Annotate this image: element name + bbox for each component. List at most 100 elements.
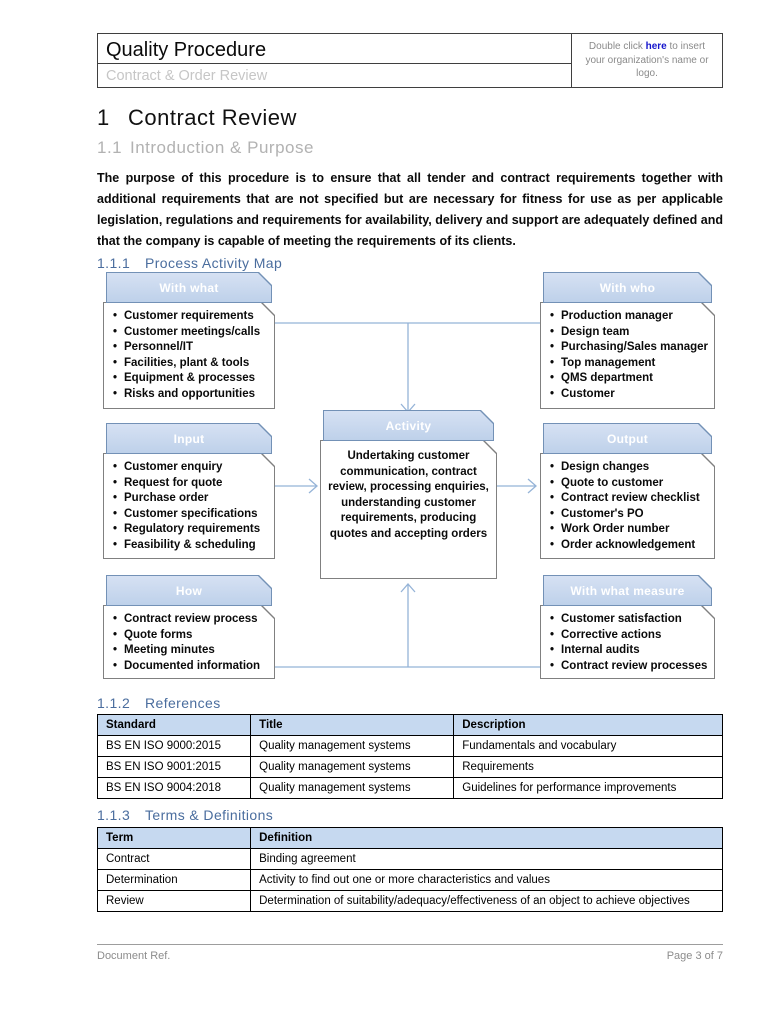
- bullet-item: Personnel/IT: [112, 340, 270, 356]
- bullet-item: Internal audits: [549, 643, 710, 659]
- intro-paragraph: The purpose of this procedure is to ensu…: [97, 171, 723, 248]
- box-header: How: [106, 575, 272, 606]
- table-cell: Fundamentals and vocabulary: [453, 735, 723, 757]
- page-footer: Document Ref. Page 3 of 7: [97, 944, 723, 962]
- box-body: Contract review processQuote formsMeetin…: [103, 605, 275, 679]
- heading-text: Contract Review: [128, 105, 297, 130]
- bullet-item: QMS department: [549, 371, 710, 387]
- insert-logo-link[interactable]: here: [645, 41, 667, 53]
- bullet-item: Purchase order: [112, 491, 270, 507]
- diagram-box-with-what: With what Customer requirementsCustomer …: [103, 272, 275, 409]
- box-body: Customer requirementsCustomer meetings/c…: [103, 302, 275, 409]
- table-cell: Binding agreement: [250, 848, 723, 870]
- connector-input-to-activity: [275, 478, 318, 494]
- bullet-item: Customer's PO: [549, 507, 710, 523]
- bullet-item: Customer specifications: [112, 507, 270, 523]
- bullet-item: Contract review processes: [549, 659, 710, 675]
- box-title: With what measure: [570, 583, 685, 598]
- box-title: Activity: [385, 418, 432, 433]
- table-cell: BS EN ISO 9001:2015: [96, 756, 252, 778]
- heading-number: 1: [97, 105, 110, 130]
- bullet-item: Quote to customer: [549, 476, 710, 492]
- column-header: Standard: [96, 714, 252, 736]
- bullet-item: Equipment & processes: [112, 371, 270, 387]
- box-title: With what: [159, 280, 219, 295]
- table-cell: Quality management systems: [250, 777, 455, 799]
- bullet-item: Customer: [549, 387, 710, 403]
- bullet-item: Request for quote: [112, 476, 270, 492]
- column-header: Title: [250, 714, 455, 736]
- box-header: With what measure: [543, 575, 712, 606]
- box-body: Production managerDesign teamPurchasing/…: [540, 302, 715, 409]
- logo-placeholder[interactable]: Double click here to insert your organiz…: [571, 34, 722, 87]
- heading-number: 1.1.1: [97, 255, 131, 271]
- box-item-list: Customer enquiryRequest for quotePurchas…: [104, 460, 274, 553]
- diagram-box-how: How Contract review processQuote formsMe…: [103, 575, 275, 679]
- bullet-item: Customer requirements: [112, 309, 270, 325]
- bullet-item: Work Order number: [549, 522, 710, 538]
- connector-bottom: [275, 583, 540, 668]
- bullet-item: Purchasing/Sales manager: [549, 340, 710, 356]
- bullet-item: Documented information: [112, 659, 270, 675]
- activity-description: Undertaking customer communication, cont…: [328, 450, 489, 540]
- bullet-item: Risks and opportunities: [112, 387, 270, 403]
- heading-text: References: [145, 695, 221, 711]
- bullet-item: Contract review process: [112, 612, 270, 628]
- document-header: Quality Procedure Contract & Order Revie…: [97, 33, 723, 88]
- connector-activity-to-output: [497, 478, 537, 494]
- column-header: Description: [453, 714, 723, 736]
- document-header-left: Quality Procedure Contract & Order Revie…: [98, 34, 571, 87]
- bullet-item: Top management: [549, 356, 710, 372]
- heading-number: 1.1.2: [97, 695, 131, 711]
- subsection-heading-terms: 1.1.3 Terms & Definitions: [97, 807, 723, 824]
- diagram-box-activity: Activity Undertaking customer communicat…: [320, 410, 497, 579]
- bullet-item: Design team: [549, 325, 710, 341]
- logo-hint-prefix: Double click: [588, 41, 646, 53]
- bullet-item: Facilities, plant & tools: [112, 356, 270, 372]
- bullet-item: Regulatory requirements: [112, 522, 270, 538]
- bullet-item: Meeting minutes: [112, 643, 270, 659]
- box-header: Activity: [323, 410, 494, 441]
- column-header: Definition: [250, 827, 723, 849]
- table-cell: Requirements: [453, 756, 723, 778]
- table-cell: Quality management systems: [250, 756, 455, 778]
- table-cell: BS EN ISO 9000:2015: [96, 735, 252, 757]
- process-activity-map: With what Customer requirementsCustomer …: [97, 272, 723, 687]
- subsection-heading-references: 1.1.2 References: [97, 695, 723, 712]
- box-item-list: Customer requirementsCustomer meetings/c…: [104, 309, 274, 402]
- box-title: Output: [606, 431, 649, 446]
- bullet-item: Quote forms: [112, 628, 270, 644]
- box-title: Input: [173, 431, 205, 446]
- diagram-box-with-who: With who Production managerDesign teamPu…: [540, 272, 715, 409]
- heading-text: Terms & Definitions: [145, 807, 274, 823]
- bullet-item: Customer satisfaction: [549, 612, 710, 628]
- box-item-list: Customer satisfactionCorrective actionsI…: [541, 612, 714, 674]
- box-header: Input: [106, 423, 272, 454]
- table-cell: Contract: [96, 848, 252, 870]
- box-item-list: Contract review processQuote formsMeetin…: [104, 612, 274, 674]
- heading-number: 1.1.3: [97, 807, 131, 823]
- bullet-item: Order acknowledgement: [549, 538, 710, 554]
- connector-top: [275, 322, 540, 413]
- box-header: With what: [106, 272, 272, 303]
- box-body: Customer enquiryRequest for quotePurchas…: [103, 453, 275, 559]
- diagram-connectors: [275, 322, 540, 668]
- heading-text: Process Activity Map: [145, 255, 283, 271]
- box-header: Output: [543, 423, 712, 454]
- box-title: With who: [599, 280, 656, 295]
- bullet-item: Contract review checklist: [549, 491, 710, 507]
- document-title: Quality Procedure: [98, 34, 571, 65]
- footer-document-ref: Document Ref.: [97, 950, 171, 962]
- box-body: Undertaking customer communication, cont…: [320, 440, 497, 579]
- subsection-heading-process-activity-map: 1.1.1 Process Activity Map: [97, 255, 723, 272]
- bullet-item: Corrective actions: [549, 628, 710, 644]
